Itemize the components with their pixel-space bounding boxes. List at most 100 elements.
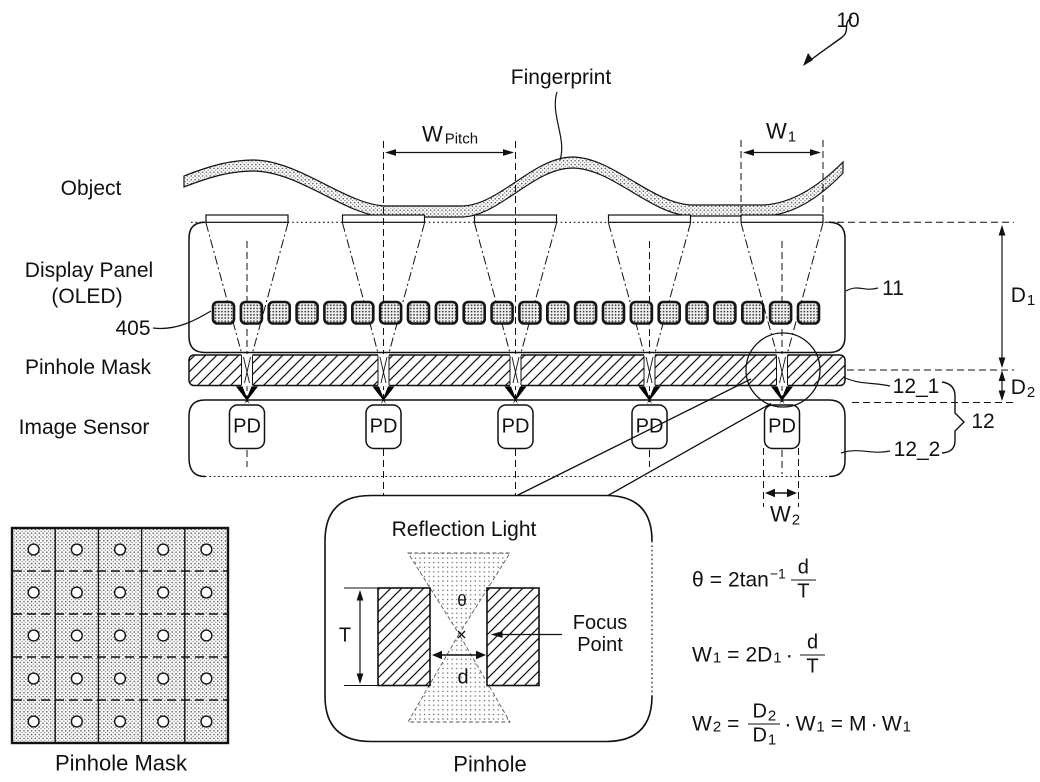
plan-pinhole xyxy=(113,715,127,728)
plan-pinhole xyxy=(27,672,40,685)
photodiode-box xyxy=(497,404,534,450)
plan-pinhole xyxy=(27,629,40,642)
leader-11 xyxy=(845,287,879,292)
plan-pinhole xyxy=(27,586,40,599)
arrowhead xyxy=(385,149,396,156)
arrowhead xyxy=(787,488,797,498)
oled-pixel xyxy=(629,300,654,325)
pd-label-1: PD xyxy=(233,415,261,438)
oled-pixel xyxy=(740,300,765,325)
d2-dimension-label: D2 xyxy=(1010,375,1036,401)
aperture-window xyxy=(205,214,289,223)
cone-line xyxy=(205,222,246,368)
ref-12-1-label: 12_1 xyxy=(892,374,940,398)
arrowhead xyxy=(356,673,364,684)
cone-line xyxy=(516,222,557,368)
oled-pixel xyxy=(323,300,347,325)
oled-pixel xyxy=(239,300,264,325)
cone-line xyxy=(384,222,425,368)
cone-line xyxy=(608,222,649,368)
photodiode-boxes xyxy=(228,404,801,450)
leader-12-1 xyxy=(842,376,891,387)
plan-pinhole xyxy=(113,672,127,685)
gap-ray xyxy=(778,356,785,384)
pd-label-4: PD xyxy=(635,415,664,438)
arrowhead xyxy=(998,225,1006,236)
focus-point-cross xyxy=(457,630,466,639)
pinhole-gap xyxy=(644,354,655,387)
oled-pixel xyxy=(211,300,236,325)
arrowhead xyxy=(432,650,442,660)
display-panel-oled-label: (OLED) xyxy=(51,284,123,308)
arrowhead xyxy=(765,488,775,498)
gap-ray xyxy=(645,356,653,384)
pinhole-caption: Pinhole xyxy=(453,751,527,777)
arrowhead xyxy=(998,390,1006,401)
leader-405 xyxy=(152,310,212,330)
plan-pinhole xyxy=(200,629,213,642)
d-diameter-label: d xyxy=(457,666,469,689)
oled-pixel xyxy=(378,300,403,325)
mask-block-left xyxy=(377,587,431,687)
ref-12-2-label: 12_2 xyxy=(893,437,941,461)
image-sensor-label: Image Sensor xyxy=(18,415,150,439)
object-label: Object xyxy=(60,176,122,200)
detail-highlight-circle xyxy=(745,332,821,408)
gap-ray xyxy=(511,356,519,384)
plan-pinhole xyxy=(157,543,170,556)
pd-label-2: PD xyxy=(369,415,398,438)
dimension-arrows xyxy=(356,149,1006,684)
cone-line xyxy=(783,222,824,368)
arrowhead xyxy=(998,370,1006,381)
leader-12-2 xyxy=(840,450,891,454)
oled-pixel xyxy=(462,300,487,325)
image-sensor-outline xyxy=(188,399,846,478)
figure-ref-arrowhead xyxy=(803,53,813,66)
arrowhead xyxy=(476,650,486,660)
plan-pinhole xyxy=(113,543,127,556)
plan-pinhole xyxy=(27,543,40,556)
gap-ray xyxy=(379,356,387,384)
plan-pinhole xyxy=(113,629,127,642)
group-brace-12 xyxy=(941,381,965,454)
gap-ray xyxy=(779,356,786,384)
plan-pinhole xyxy=(27,715,40,728)
leader-fingerprint xyxy=(554,91,563,161)
oled-pixel-row xyxy=(211,300,821,325)
arrowhead xyxy=(810,149,821,156)
plan-pinhole xyxy=(70,715,83,728)
reflection-light-label: Reflection Light xyxy=(391,517,537,541)
d1-dimension-label: D1 xyxy=(1010,283,1036,309)
pd-label-5: PD xyxy=(768,415,796,438)
pd-label-3: PD xyxy=(501,415,530,438)
oled-pixel xyxy=(573,300,598,325)
plan-pinhole xyxy=(70,586,83,599)
gap-ray xyxy=(243,356,250,384)
focus-point-arrowhead xyxy=(490,631,503,638)
light-cone-lines xyxy=(205,222,824,368)
plan-pinhole xyxy=(200,586,213,599)
oled-pixel xyxy=(796,300,821,325)
oled-pixel xyxy=(406,300,431,325)
fingerprint-wave xyxy=(183,156,844,218)
oled-pixel xyxy=(545,300,570,325)
gap-ray xyxy=(512,356,520,384)
cone-line xyxy=(740,222,781,368)
pinhole-gap xyxy=(378,354,389,387)
oled-pixel xyxy=(267,300,292,325)
plan-pinhole xyxy=(157,715,170,728)
oled-pixel xyxy=(713,300,737,325)
detail-bubble-outline xyxy=(324,494,653,743)
aperture-window xyxy=(607,214,692,223)
reflection-light-lower-cone xyxy=(407,633,511,723)
gap-ray xyxy=(646,356,654,384)
reflection-light-upper-cone xyxy=(407,552,511,635)
w1-dimension-label: W1 xyxy=(765,118,797,146)
plan-pinhole xyxy=(157,586,170,599)
aperture-window xyxy=(740,214,824,223)
mask-block-right xyxy=(486,587,540,687)
